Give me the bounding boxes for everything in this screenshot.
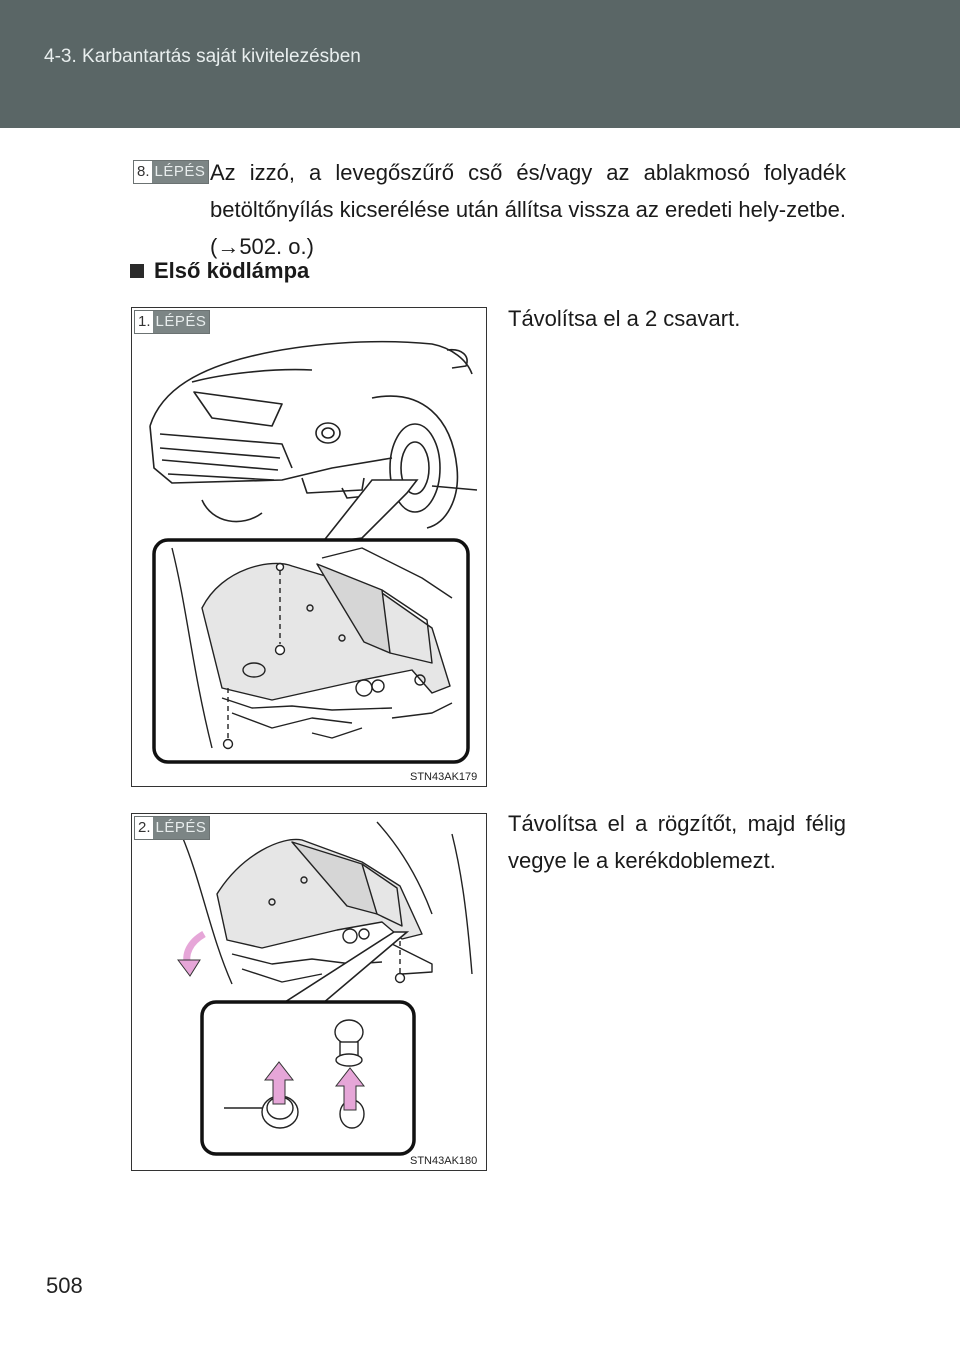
- step-1-text: Távolítsa el a 2 csavart.: [508, 306, 741, 331]
- step-2-text: Távolítsa el a rögzítőt, majd félig vegy…: [508, 811, 846, 873]
- fender-clip-removal-illustration: [177, 821, 473, 1156]
- step-number: 2.: [135, 817, 153, 839]
- figure-code: STN43AK179: [410, 771, 478, 783]
- page-number: 508: [46, 1273, 83, 1298]
- step-number: 8.: [134, 161, 152, 183]
- car-front-underside-illustration: [149, 340, 478, 764]
- figure-code: STN43AK180: [410, 1155, 478, 1167]
- section-heading: Első ködlámpa: [130, 258, 309, 284]
- step-number: 1.: [135, 311, 153, 333]
- step-badge-1: 1. LÉPÉS: [134, 310, 211, 334]
- section-heading-text: Első ködlámpa: [154, 258, 310, 283]
- step-badge-8: 8. LÉPÉS: [133, 160, 210, 184]
- square-bullet-icon: [130, 264, 144, 278]
- figure-step-2: 2. LÉPÉS STN43AK180: [131, 813, 487, 1171]
- step-label: LÉPÉS: [152, 311, 210, 333]
- section-title: 4-3. Karbantartás saját kivitelezésben: [44, 46, 361, 67]
- step-badge-2: 2. LÉPÉS: [134, 816, 211, 840]
- intro-step-text: Az izzó, a levegőszűrő cső és/vagy az ab…: [210, 160, 846, 259]
- step-label: LÉPÉS: [151, 161, 209, 183]
- header-band: [0, 0, 960, 128]
- step-label: LÉPÉS: [152, 817, 210, 839]
- figure-step-1: 1. LÉPÉS STN43AK179: [131, 307, 487, 787]
